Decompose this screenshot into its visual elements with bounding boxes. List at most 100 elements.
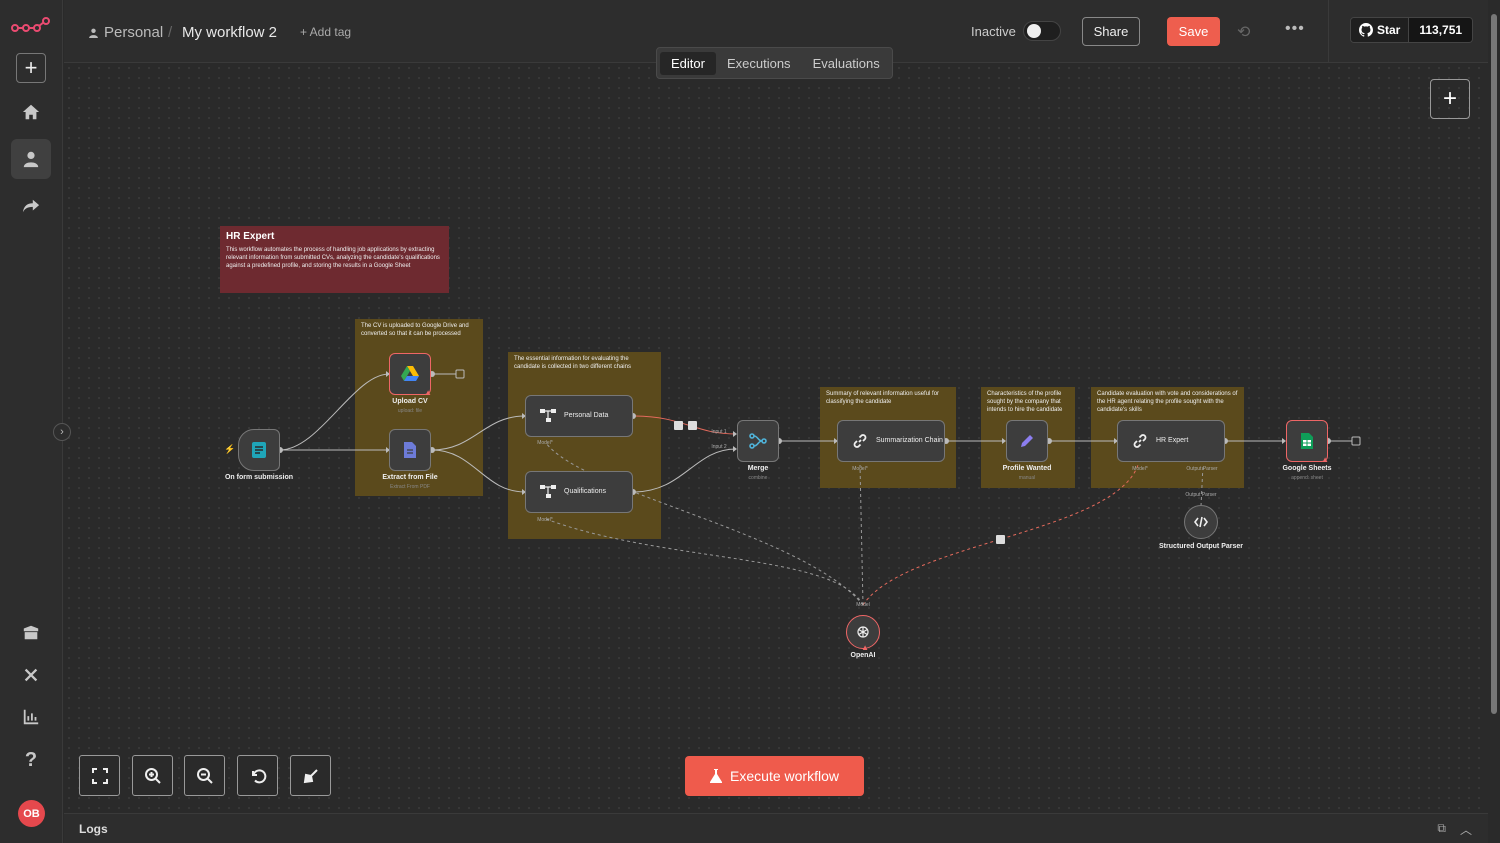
- node-openai[interactable]: ▲: [846, 615, 880, 652]
- port-label: Model: [856, 602, 870, 608]
- warning-icon: ▲: [861, 643, 869, 652]
- port-label: Input 2: [711, 444, 727, 450]
- undo-icon: [251, 768, 266, 783]
- google-sheets-icon: [1301, 433, 1313, 449]
- chevron-up-icon[interactable]: ︿: [1459, 823, 1472, 837]
- zoom-in-button[interactable]: [132, 755, 173, 796]
- status-label: Inactive: [971, 24, 1016, 39]
- github-icon: [1359, 23, 1373, 37]
- avatar[interactable]: OB: [18, 800, 45, 827]
- trigger-bolt-icon: ⚡: [224, 444, 236, 454]
- sticky-text: Candidate evaluation with vote and consi…: [1097, 391, 1238, 413]
- user-icon: [23, 151, 39, 168]
- tab-evaluations[interactable]: Evaluations: [812, 55, 880, 71]
- node-summarization-chain[interactable]: Summarization Chain: [837, 420, 945, 462]
- node-label: On form submission: [224, 474, 294, 481]
- github-star-button[interactable]: Star 113,751: [1350, 17, 1474, 43]
- zoom-out-icon: [196, 767, 213, 784]
- node-extract-from-file[interactable]: [389, 429, 431, 471]
- node-label: Merge: [747, 465, 769, 472]
- node-qualifications[interactable]: Qualifications: [525, 471, 633, 513]
- node-google-sheets[interactable]: ▲: [1286, 420, 1329, 464]
- warning-icon: ▲: [1321, 455, 1329, 464]
- workflow-name[interactable]: My workflow 2: [182, 24, 278, 41]
- github-star-label: Star: [1377, 23, 1401, 37]
- port-label: Model*: [852, 466, 868, 472]
- breadcrumb-owner[interactable]: Personal: [88, 24, 163, 41]
- node-on-form-submission[interactable]: [238, 429, 280, 471]
- form-icon: [252, 442, 266, 458]
- sidebar-item-shared[interactable]: [11, 186, 51, 226]
- create-button[interactable]: +: [16, 53, 46, 83]
- sticky-note-hr-expert[interactable]: HR Expert This workflow automates the pr…: [220, 226, 449, 293]
- node-subtitle: append: sheet: [1291, 475, 1323, 481]
- add-tag-link[interactable]: + Add tag: [300, 25, 352, 39]
- node-merge[interactable]: [737, 420, 779, 462]
- node-label: OpenAI: [850, 652, 876, 659]
- logs-panel[interactable]: Logs ⧉ ︿: [64, 813, 1488, 843]
- more-options-icon[interactable]: •••: [1285, 20, 1305, 37]
- owner-label: Personal: [104, 24, 164, 41]
- sidebar-collapse-icon[interactable]: ›: [53, 423, 71, 441]
- sticky-title: HR Expert: [226, 231, 275, 242]
- openai-icon: [857, 626, 869, 638]
- fit-view-button[interactable]: [79, 755, 120, 796]
- node-structured-output-parser[interactable]: [1184, 505, 1218, 539]
- scrollbar[interactable]: [1488, 0, 1500, 843]
- flask-icon: [710, 769, 723, 783]
- sidebar-item-variables[interactable]: [11, 655, 51, 695]
- pencil-icon: [1021, 435, 1033, 447]
- share-arrow-icon: [22, 199, 40, 213]
- sidebar-item-personal[interactable]: [11, 139, 51, 179]
- reset-zoom-button[interactable]: [237, 755, 278, 796]
- zoom-in-icon: [144, 767, 161, 784]
- sidebar: + ? OB: [0, 0, 63, 843]
- execute-workflow-button[interactable]: Execute workflow: [685, 756, 864, 796]
- port-label: Model*: [537, 440, 553, 446]
- help-icon[interactable]: ?: [24, 748, 38, 771]
- plus-handle-sheets: [1351, 436, 1361, 446]
- node-label: Upload CV: [392, 398, 428, 405]
- tab-executions[interactable]: Executions: [726, 55, 791, 71]
- node-upload-cv[interactable]: ▲: [389, 353, 432, 397]
- node-subtitle: upload: file: [397, 408, 423, 414]
- node-profile-wanted[interactable]: [1006, 420, 1048, 462]
- sidebar-item-overview[interactable]: [11, 92, 51, 132]
- workflow-canvas[interactable]: HR Expert This workflow automates the pr…: [64, 63, 1488, 813]
- node-hr-expert[interactable]: HR Expert: [1117, 420, 1225, 462]
- sidebar-item-insights[interactable]: [11, 697, 51, 737]
- scrollbar-thumb[interactable]: [1491, 14, 1497, 714]
- information-extractor-icon: [540, 485, 556, 498]
- chain-link-icon: [1133, 434, 1147, 448]
- node-label: Summarization Chain: [876, 436, 943, 444]
- node-subtitle: manual: [1018, 475, 1036, 481]
- tidy-up-button[interactable]: [290, 755, 331, 796]
- save-button[interactable]: Save: [1167, 17, 1220, 46]
- node-subtitle: Extract From PDF: [389, 484, 430, 490]
- share-button[interactable]: Share: [1082, 17, 1140, 46]
- sticky-text: Summary of relevant information useful f…: [826, 391, 940, 405]
- sidebar-item-templates[interactable]: [11, 613, 51, 653]
- variable-icon: [24, 668, 38, 682]
- port-label: Output Parser: [1186, 466, 1218, 472]
- port-label: Output Parser: [1185, 492, 1217, 498]
- node-label: Qualifications: [564, 487, 607, 495]
- node-personal-data[interactable]: Personal Data: [525, 395, 633, 437]
- history-icon[interactable]: ⟲: [1237, 24, 1251, 41]
- zoom-out-button[interactable]: [184, 755, 225, 796]
- warning-icon: ▲: [424, 388, 432, 397]
- chain-link-icon: [853, 434, 867, 448]
- sticky-text: Characteristics of the profile sought by…: [987, 391, 1063, 413]
- edge-action-add: [674, 421, 683, 430]
- active-toggle[interactable]: [1023, 21, 1061, 41]
- box-icon: [23, 625, 39, 640]
- view-tabs: Editor Executions Evaluations: [656, 47, 893, 79]
- tab-editor[interactable]: Editor: [660, 51, 716, 75]
- user-icon: [89, 28, 98, 38]
- breadcrumb-separator: /: [168, 24, 173, 41]
- github-star-count: 113,751: [1408, 18, 1473, 42]
- add-node-button[interactable]: +: [1430, 79, 1470, 119]
- pop-out-icon[interactable]: ⧉: [1437, 821, 1446, 835]
- n8n-logo-icon[interactable]: [11, 16, 51, 36]
- node-label: Extract from File: [382, 474, 438, 481]
